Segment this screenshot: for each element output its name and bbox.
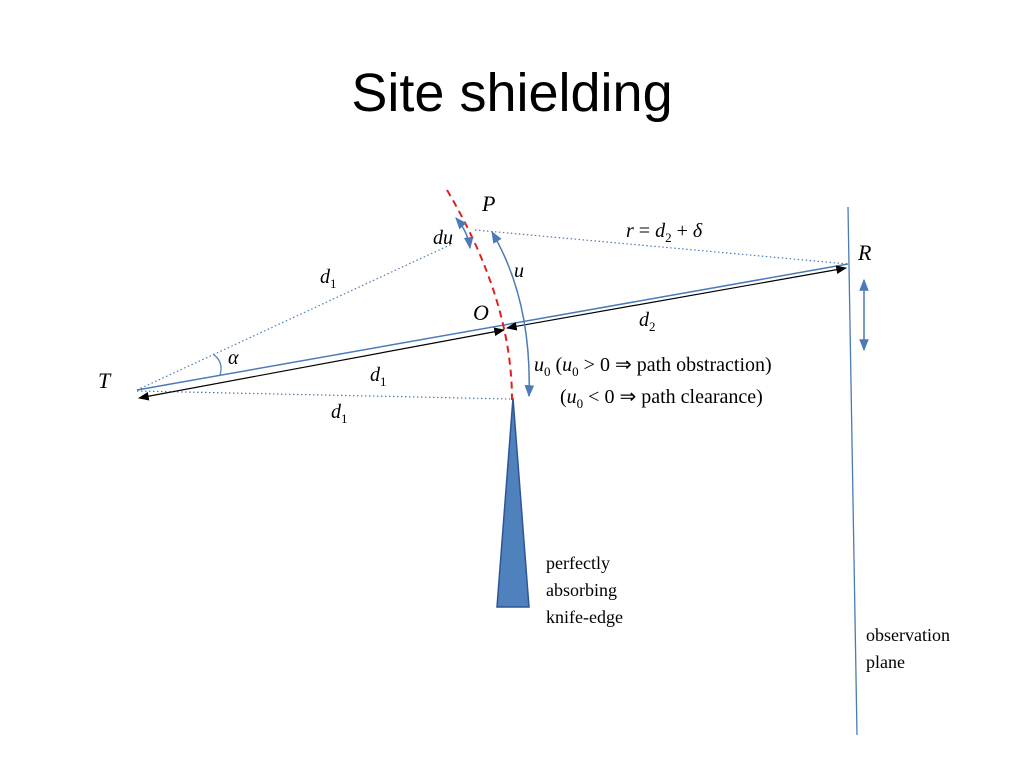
label-alpha: α [228, 347, 239, 369]
d2-dimension-arrow [505, 265, 848, 331]
page-title: Site shielding [351, 63, 673, 123]
d1-dimension-arrow [137, 327, 506, 401]
label-T: T [98, 368, 112, 393]
label-d1-lower: d1 [331, 401, 348, 426]
label-du: du [433, 227, 453, 249]
label-u: u [514, 260, 524, 282]
du-arrow [455, 217, 474, 250]
label-u0-clearance: (u0 < 0 ⇒ path clearance) [560, 386, 763, 411]
label-O: O [473, 300, 489, 325]
label-u0-obstruction: u0 (u0 > 0 ⇒ path obstraction) [534, 354, 772, 379]
dotted-line-P-to-R [474, 229, 849, 265]
knife-edge-shape [496, 397, 530, 608]
alpha-angle-arc [212, 353, 222, 376]
knife-edge-label-line2: absorbing [546, 580, 617, 600]
wavefront-arc [446, 189, 513, 401]
knife-edge-label-line3: knife-edge [546, 607, 623, 627]
label-P: P [481, 191, 495, 216]
observation-plane-label-line2: plane [866, 652, 905, 672]
label-d1-upper: d1 [320, 266, 337, 291]
u-arrow [491, 230, 535, 398]
label-d1-middle: d1 [370, 364, 387, 389]
label-d2: d2 [639, 309, 656, 334]
label-r-equation: r = d2 + δ [626, 220, 703, 245]
dotted-line-T-to-P [136, 243, 453, 391]
knife-edge-label-line1: perfectly [546, 553, 610, 573]
observation-plane-label-line1: observation [866, 625, 950, 645]
observation-plane-line [847, 206, 858, 736]
label-R: R [857, 240, 872, 265]
dotted-line-T-to-edge [136, 390, 511, 400]
